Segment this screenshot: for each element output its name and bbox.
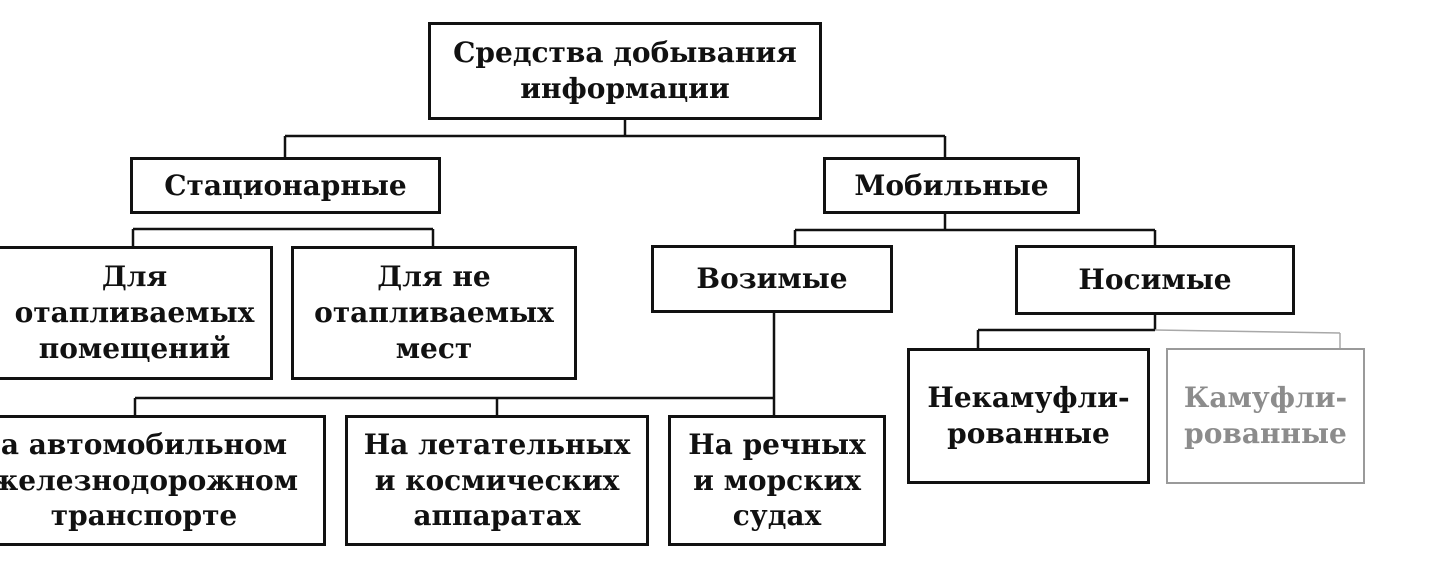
ground-transport-node: а автомобильном железнодорожном транспор… xyxy=(0,415,326,546)
masked-node: Камуфли- рованные xyxy=(1166,348,1365,484)
stationary-node: Стационарные xyxy=(130,157,441,214)
root-node-label: Средства добывания информации xyxy=(453,36,797,105)
unheated-places-label: Для не отапливаемых мест xyxy=(314,260,554,365)
aircraft-spacecraft-label: На летательных и космических аппаратах xyxy=(363,427,631,533)
unmasked-node-label: Некамуфли- рованные xyxy=(927,381,1130,450)
mobile-node-label: Мобильные xyxy=(854,168,1049,202)
portable-node: Носимые xyxy=(1015,245,1295,315)
unmasked-node: Некамуфли- рованные xyxy=(907,348,1150,484)
aircraft-spacecraft-node: На летательных и космических аппаратах xyxy=(345,415,649,546)
masked-node-label: Камуфли- рованные xyxy=(1183,381,1348,450)
vehicular-node: Возимые xyxy=(651,245,893,313)
ground-transport-label: а автомобильном железнодорожном транспор… xyxy=(0,427,299,533)
vehicular-node-label: Возимые xyxy=(696,262,848,296)
unheated-places-node: Для не отапливаемых мест xyxy=(291,246,577,380)
portable-node-label: Носимые xyxy=(1078,263,1232,297)
heated-rooms-label: Для отапливаемых помещений xyxy=(14,260,255,365)
stationary-node-label: Стационарные xyxy=(164,168,407,202)
river-sea-vessels-label: На речных и морских судах xyxy=(688,427,866,533)
root-node: Средства добывания информации xyxy=(428,22,822,120)
mobile-node: Мобильные xyxy=(823,157,1080,214)
river-sea-vessels-node: На речных и морских судах xyxy=(668,415,886,546)
heated-rooms-node: Для отапливаемых помещений xyxy=(0,246,273,380)
